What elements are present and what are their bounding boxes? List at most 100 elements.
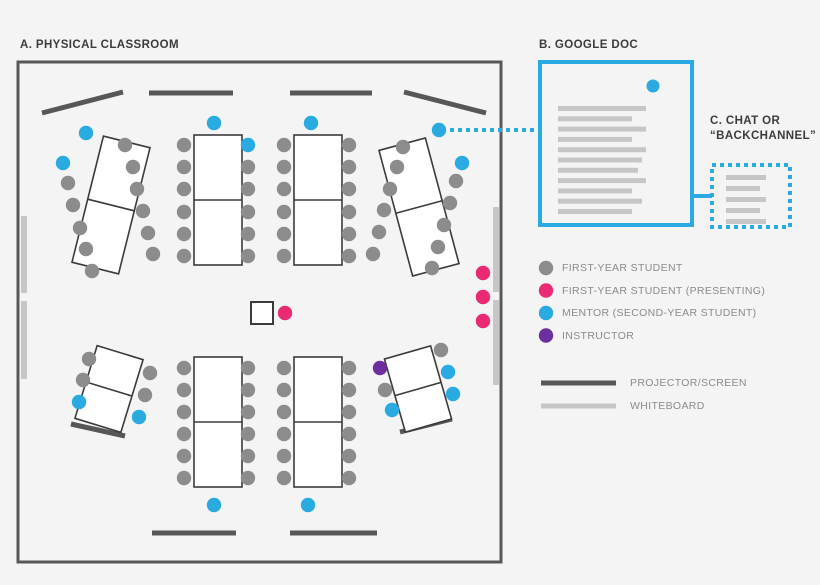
chat-text-line xyxy=(726,186,760,191)
classroom-room-outline xyxy=(16,60,503,564)
first-year-student-dot xyxy=(84,263,100,279)
first-year-student-dot xyxy=(176,404,192,420)
mentor-dot xyxy=(206,115,222,131)
table-bottom-2 xyxy=(193,356,243,488)
legend-line-label-1: WHITEBOARD xyxy=(630,400,705,412)
first-year-student-dot xyxy=(276,448,292,464)
first-year-student-dot xyxy=(341,382,357,398)
first-year-student-dot xyxy=(341,204,357,220)
section-b-title: B. GOOGLE DOC xyxy=(539,39,639,51)
first-year-student-dot xyxy=(276,360,292,376)
first-year-student-dot xyxy=(424,260,440,276)
first-year-student-dot xyxy=(341,248,357,264)
first-year-student-dot xyxy=(436,217,452,233)
first-year-student-dot xyxy=(341,226,357,242)
table-top-1-divider xyxy=(87,198,135,212)
mentor-dot xyxy=(131,409,147,425)
doc-text-line xyxy=(558,209,632,214)
chat-panel-box[interactable] xyxy=(710,163,792,229)
google-doc-group xyxy=(538,60,694,227)
circle-pink-icon xyxy=(538,283,554,298)
first-year-student-dot xyxy=(78,241,94,257)
first-year-student-dot xyxy=(72,220,88,236)
doc-text-line xyxy=(558,157,642,163)
first-year-student-dot xyxy=(276,226,292,242)
first-year-student-dot xyxy=(341,426,357,442)
first-year-student-dot xyxy=(176,226,192,242)
legend-label-1: FIRST-YEAR STUDENT (PRESENTING) xyxy=(562,284,766,297)
first-year-student-dot xyxy=(240,248,256,264)
doc-text-line xyxy=(558,198,642,204)
doc-text-line xyxy=(558,106,646,111)
legend-line-label-0: PROJECTOR/SCREEN xyxy=(630,377,747,389)
first-year-student-dot xyxy=(276,204,292,220)
mentor-dot xyxy=(55,155,71,171)
mentor-dot xyxy=(206,497,222,513)
first-year-student-dot xyxy=(129,181,145,197)
first-year-student-dot xyxy=(433,342,449,358)
mentor-dot xyxy=(445,386,461,402)
section-c-title: C. CHAT OR“BACKCHANNEL” xyxy=(710,114,816,145)
first-year-student-dot xyxy=(240,470,256,486)
table-bottom-1-divider xyxy=(85,381,133,397)
google-doc-box[interactable] xyxy=(538,60,694,227)
room-outline xyxy=(16,60,503,564)
screen-table-bottom-left xyxy=(70,421,126,439)
first-year-student-dot xyxy=(240,204,256,220)
mentor-dot xyxy=(303,115,319,131)
section-a-title: A. PHYSICAL CLASSROOM xyxy=(20,39,179,51)
table-bottom-4 xyxy=(383,344,453,434)
doc-text-line xyxy=(558,167,638,173)
circle-purple-icon xyxy=(538,328,554,343)
table-bottom-4-divider xyxy=(394,381,442,397)
first-year-student-dot xyxy=(176,248,192,264)
cursor-dot-1 xyxy=(646,79,660,93)
first-year-student-dot xyxy=(430,239,446,255)
first-year-student-dot xyxy=(341,137,357,153)
screen-top-right-angled xyxy=(403,89,487,116)
legend-group xyxy=(538,260,616,409)
first-year-student-dot xyxy=(389,159,405,175)
circle-blue-icon xyxy=(538,305,554,321)
first-year-student-dot xyxy=(142,365,158,381)
first-year-student-dot xyxy=(140,225,156,241)
doc-text-line xyxy=(558,178,646,184)
first-year-student-dot xyxy=(240,226,256,242)
first-year-student-dot xyxy=(176,181,192,197)
first-year-student-presenting-dot xyxy=(475,289,491,305)
screen-top-left-angled xyxy=(41,89,124,116)
first-year-student-presenting-dot xyxy=(277,305,293,321)
mentor-dot xyxy=(440,364,456,380)
table-top-3 xyxy=(293,134,343,266)
first-year-student-dot xyxy=(341,181,357,197)
first-year-student-dot xyxy=(240,448,256,464)
first-year-student-dot xyxy=(341,470,357,486)
doc-text-line xyxy=(558,126,646,132)
podium-group xyxy=(250,301,274,325)
doc-text-line xyxy=(558,116,632,122)
first-year-student-dot xyxy=(276,470,292,486)
first-year-student-presenting-dot xyxy=(475,265,491,281)
first-year-student-dot xyxy=(176,470,192,486)
first-year-student-dot xyxy=(137,387,153,403)
first-year-student-dot xyxy=(65,197,81,213)
first-year-student-dot xyxy=(382,181,398,197)
first-year-student-dot xyxy=(377,382,393,398)
first-year-student-dot xyxy=(240,404,256,420)
legend-label-2: MENTOR (SECOND-YEAR STUDENT) xyxy=(562,307,757,319)
first-year-student-dot xyxy=(176,448,192,464)
collaborator-cursors-icon xyxy=(646,79,669,93)
chat-text-line xyxy=(726,175,766,180)
doc-text-line xyxy=(558,136,632,142)
chat-text-line xyxy=(726,208,760,213)
legend-label-3: INSTRUCTOR xyxy=(562,329,635,342)
first-year-student-dot xyxy=(448,173,464,189)
first-year-student-dot xyxy=(176,204,192,220)
chat-text-line xyxy=(726,197,766,202)
chat-panel-group xyxy=(692,163,792,229)
mentor-dot xyxy=(240,137,256,153)
first-year-student-dot xyxy=(176,137,192,153)
table-bottom-3 xyxy=(293,356,343,488)
